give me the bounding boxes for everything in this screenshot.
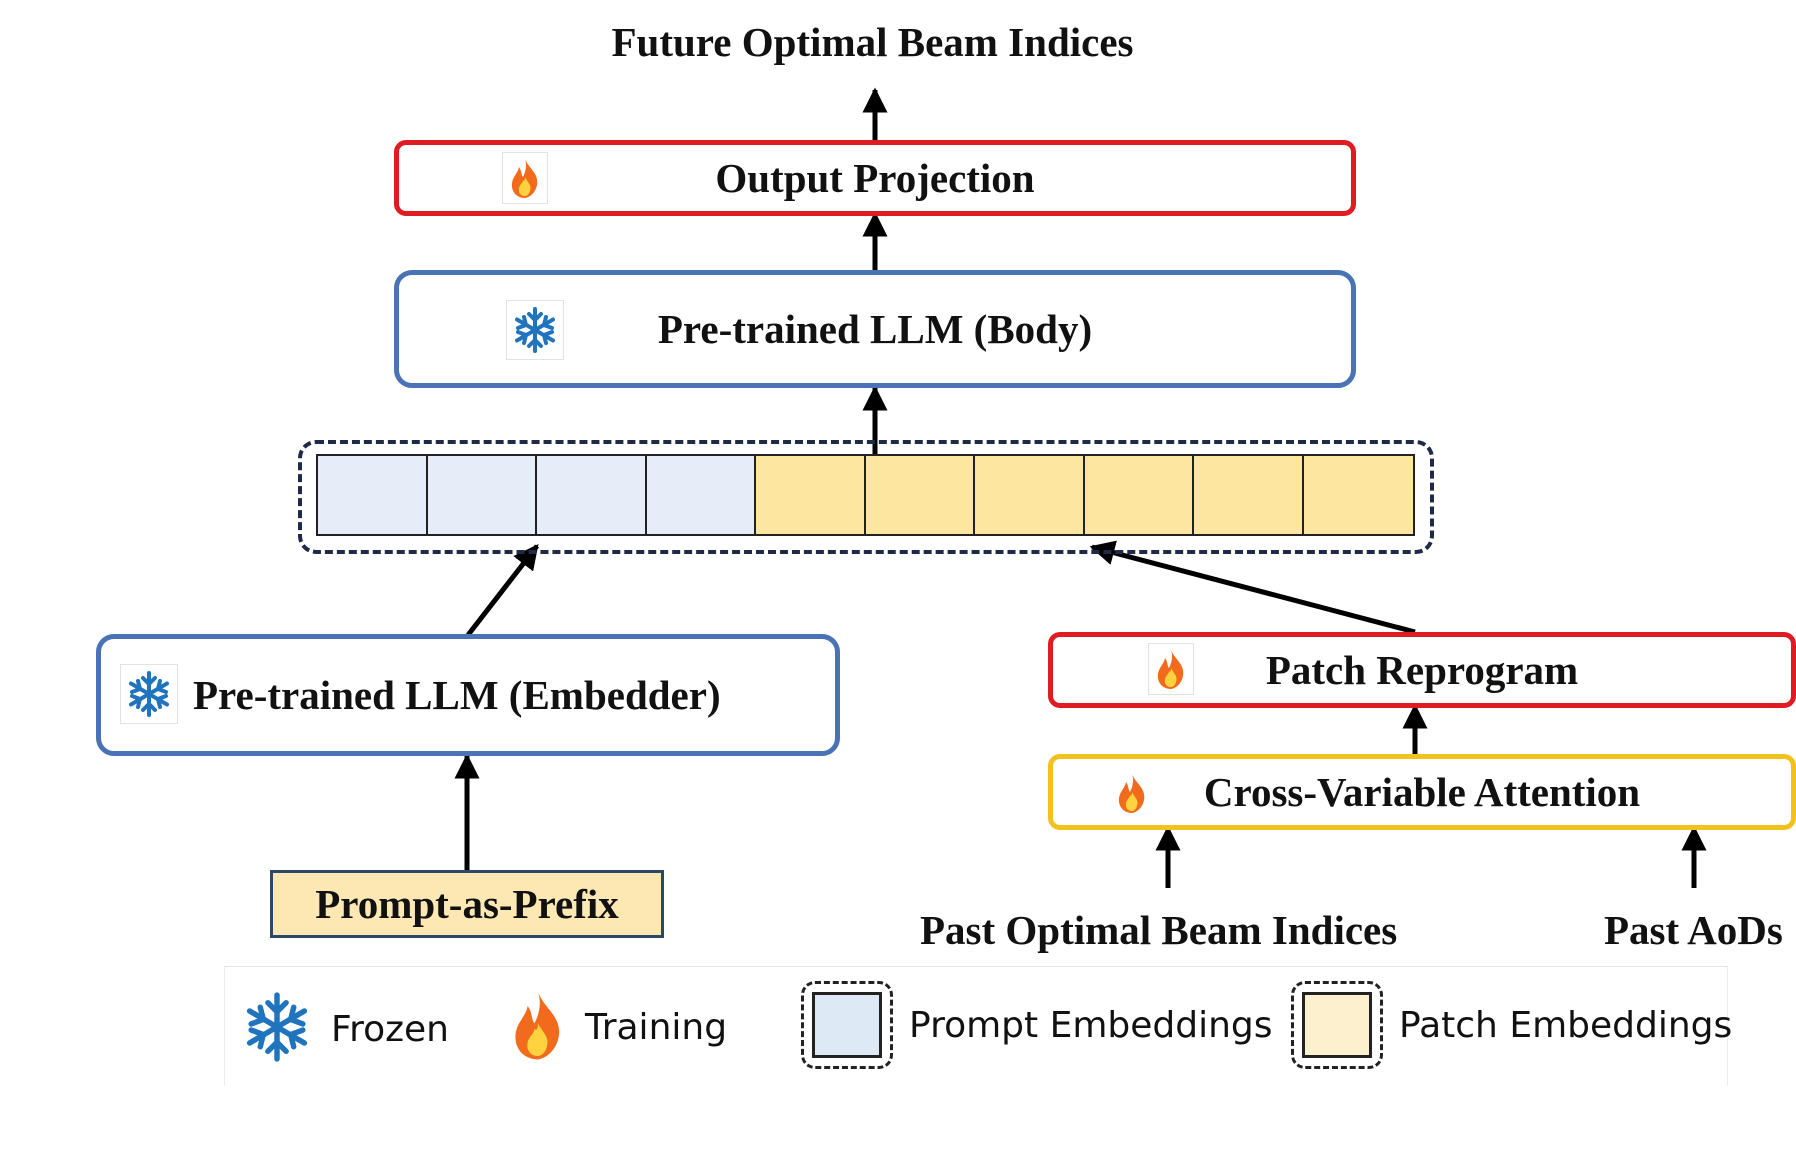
- patch-embedding-swatch-frame: [1291, 981, 1383, 1069]
- arrow-embedder-to-embeddings: [466, 544, 539, 637]
- legend: Frozen Training Prompt Embeddings Patch …: [224, 966, 1732, 1086]
- legend-frozen-label: Frozen: [331, 1009, 449, 1050]
- output-projection-label: Output Projection: [715, 155, 1035, 201]
- llm-embedder-block: Pre-trained LLM (Embedder): [96, 634, 840, 756]
- legend-prompt-embeddings: Prompt Embeddings: [801, 981, 1273, 1069]
- patch-embedding-cell: [975, 456, 1085, 534]
- llm-body-label: Pre-trained LLM (Body): [657, 306, 1093, 352]
- legend-prompt-embeddings-label: Prompt Embeddings: [909, 1004, 1273, 1046]
- snowflake-icon: [120, 664, 178, 724]
- embedding-sequence: [316, 454, 1415, 536]
- snowflake-icon: [239, 987, 315, 1072]
- legend-patch-embeddings: Patch Embeddings: [1291, 981, 1732, 1069]
- patch-embedding-cell: [756, 456, 866, 534]
- legend-patch-embeddings-label: Patch Embeddings: [1399, 1004, 1733, 1046]
- output-projection-block: Output Projection: [394, 140, 1356, 216]
- llm-embedder-label: Pre-trained LLM (Embedder): [193, 672, 721, 718]
- embedding-sequence-container: [298, 440, 1434, 554]
- fire-icon: [507, 985, 569, 1070]
- patch-embedding-cell: [1084, 456, 1194, 534]
- cross-attention-block: Cross-Variable Attention: [1048, 754, 1796, 830]
- prompt-embedding-swatch: [812, 992, 882, 1058]
- legend-frozen: Frozen: [239, 987, 449, 1072]
- arrow-reprogram-to-embeddings: [1089, 540, 1416, 635]
- fire-icon: [1114, 772, 1150, 819]
- patch-embedding-swatch: [1302, 992, 1372, 1058]
- prompt-embedding-cell: [427, 456, 537, 534]
- prompt-embedding-swatch-frame: [801, 981, 893, 1069]
- patch-embedding-cell: [865, 456, 975, 534]
- legend-training-label: Training: [585, 1007, 728, 1048]
- past-beams-label: Past Optimal Beam Indices: [920, 907, 1398, 953]
- prompt-embedding-cell: [318, 456, 428, 534]
- patch-reprogram-label: Patch Reprogram: [1265, 647, 1579, 693]
- past-aods-label: Past AoDs: [1604, 907, 1783, 953]
- snowflake-icon: [506, 300, 564, 360]
- fire-icon: [502, 152, 548, 204]
- cross-attention-label: Cross-Variable Attention: [1203, 769, 1641, 815]
- legend-training: Training: [507, 985, 727, 1070]
- prompt-embedding-cell: [646, 456, 756, 534]
- patch-embedding-cell: [1194, 456, 1304, 534]
- prompt-prefix-block: Prompt-as-Prefix: [270, 870, 664, 938]
- patch-embedding-cell: [1303, 456, 1413, 534]
- output-label: Future Optimal Beam Indices: [611, 19, 1134, 65]
- prompt-prefix-label: Prompt-as-Prefix: [315, 881, 619, 927]
- prompt-embedding-cell: [537, 456, 647, 534]
- fire-icon: [1148, 643, 1194, 695]
